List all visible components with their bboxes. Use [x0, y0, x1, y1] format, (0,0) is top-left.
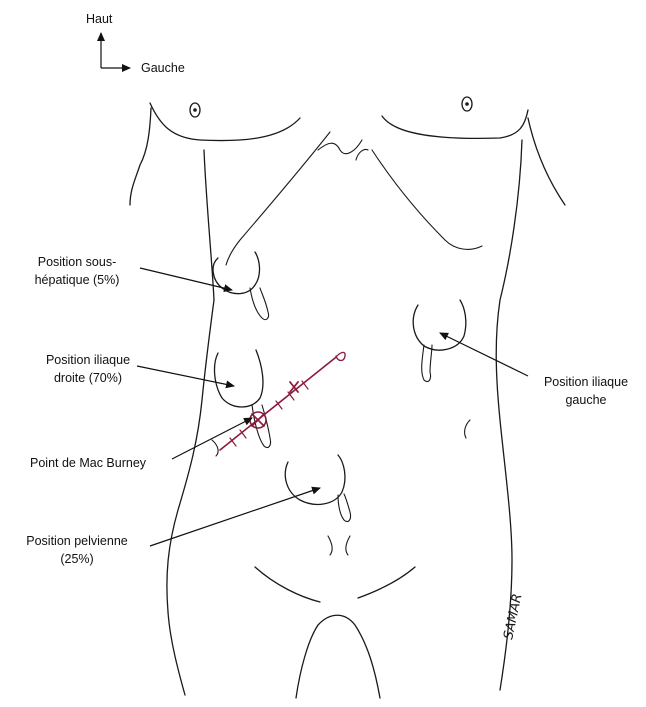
svg-text:SAMAR: SAMAR [501, 592, 525, 640]
label-left-iliac-line1: Position iliaque [536, 373, 636, 391]
label-right-iliac-line1: Position iliaque [38, 351, 138, 369]
label-subhepatic-line2: hépatique (5%) [18, 271, 136, 289]
label-right-iliac-line2: droite (70%) [38, 369, 138, 387]
nipple-left [190, 103, 200, 117]
label-right-iliac: Position iliaque droite (70%) [38, 351, 138, 387]
mcburney-incision [220, 352, 345, 450]
orientation-left-label: Gauche [141, 59, 185, 77]
orientation-indicator [101, 33, 130, 68]
label-subhepatic-line1: Position sous- [18, 253, 136, 271]
mcburney-point-marker [250, 412, 266, 428]
label-left-iliac-line2: gauche [536, 391, 636, 409]
caecum-subhepatic [213, 252, 268, 320]
label-left-iliac: Position iliaque gauche [536, 373, 636, 409]
nipple-right [462, 97, 472, 111]
label-pelvic-line1: Position pelvienne [8, 532, 146, 550]
label-pelvic: Position pelvienne (25%) [8, 532, 146, 568]
caecum-left-iliac [413, 300, 466, 382]
torso-outline [130, 103, 565, 698]
label-mcburney: Point de Mac Burney [30, 454, 146, 472]
label-subhepatic: Position sous- hépatique (5%) [18, 253, 136, 289]
artist-signature: SAMAR [501, 592, 525, 640]
orientation-up-label: Haut [86, 10, 112, 28]
label-arrows [137, 268, 528, 546]
label-pelvic-line2: (25%) [8, 550, 146, 568]
